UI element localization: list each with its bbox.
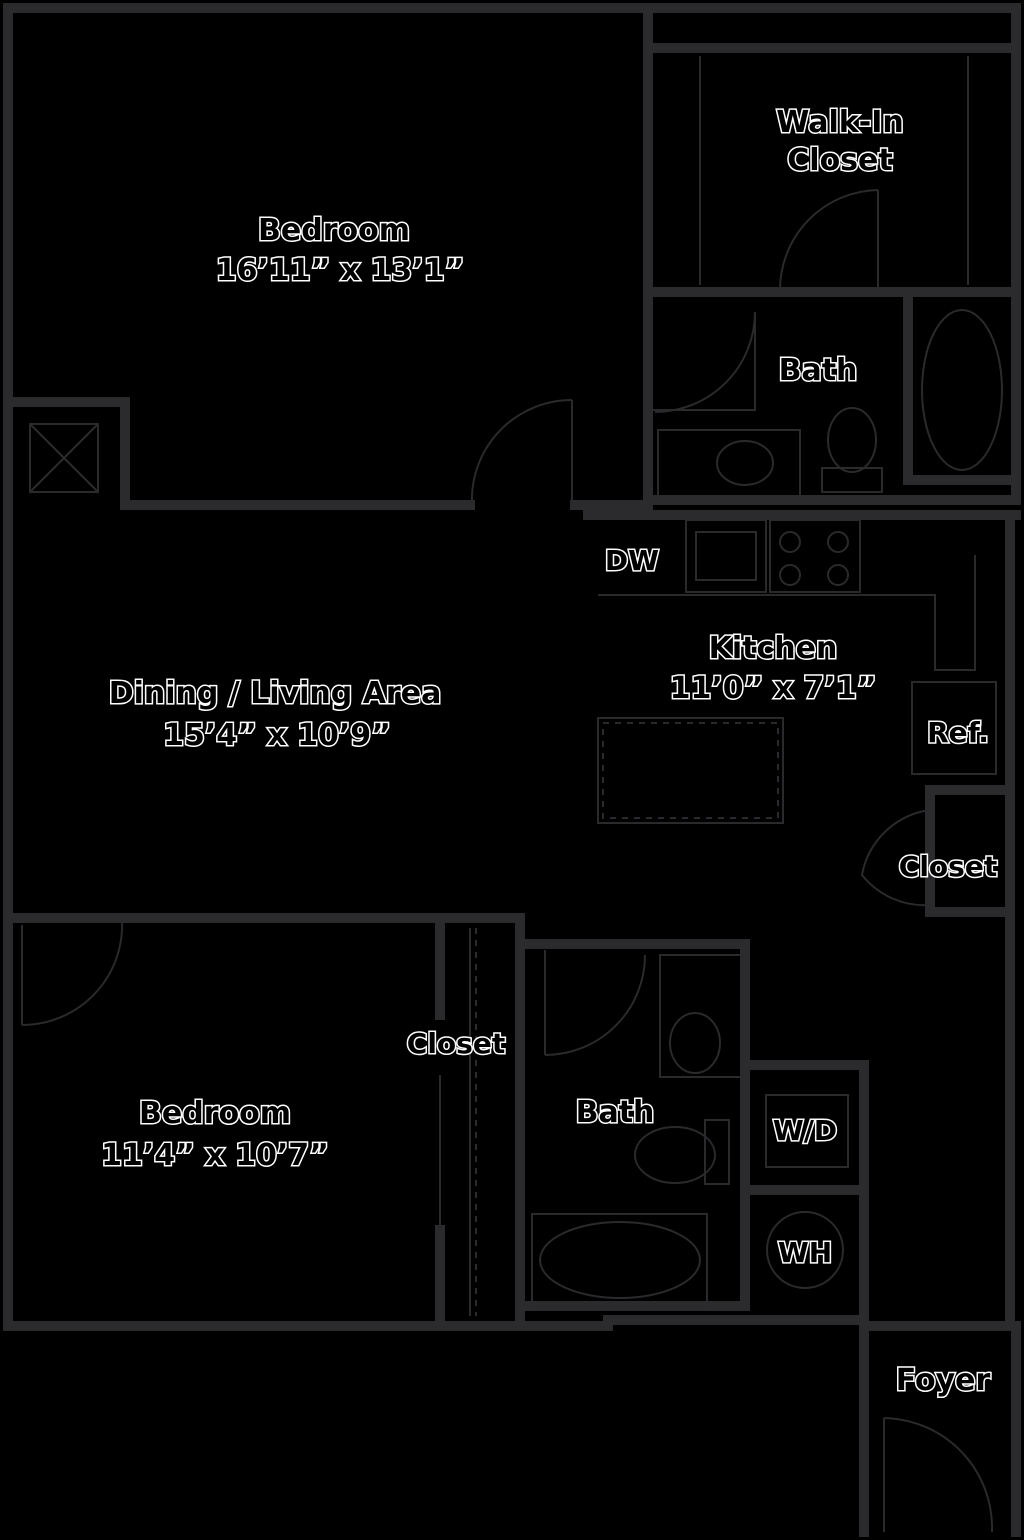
kitchen-dims: 11’0” x 7’1” <box>670 671 877 706</box>
walls <box>3 3 1021 1537</box>
wh-label: WH <box>778 1236 832 1269</box>
ref-label: Ref. <box>927 716 989 749</box>
wd-label: W/D <box>773 1114 837 1147</box>
closet-right-label: Closet <box>899 850 997 883</box>
bath2-name: Bath <box>576 1095 655 1130</box>
dining-living-name: Dining / Living Area <box>109 676 442 711</box>
bedroom1-name: Bedroom <box>258 213 410 248</box>
room-labels: Bedroom 16’11” x 13’1” Walk-In Closet Ba… <box>100 104 999 1400</box>
kitchen-name: Kitchen <box>709 631 838 666</box>
bath1-name: Bath <box>779 353 858 388</box>
bedroom2-name: Bedroom <box>139 1096 291 1131</box>
fixtures <box>21 56 1003 1533</box>
closet-mid-label: Closet <box>407 1027 505 1060</box>
walk-in-closet-line1: Walk-In <box>776 105 903 140</box>
dining-living-dims: 15’4” x 10’9” <box>163 718 391 753</box>
dw-label: DW <box>605 544 659 577</box>
bedroom1-dims: 16’11” x 13’1” <box>216 253 465 288</box>
bedroom2-dims: 11’4” x 10’7” <box>101 1138 329 1173</box>
walk-in-closet-line2: Closet <box>787 143 892 178</box>
foyer-label: Foyer <box>896 1363 991 1398</box>
